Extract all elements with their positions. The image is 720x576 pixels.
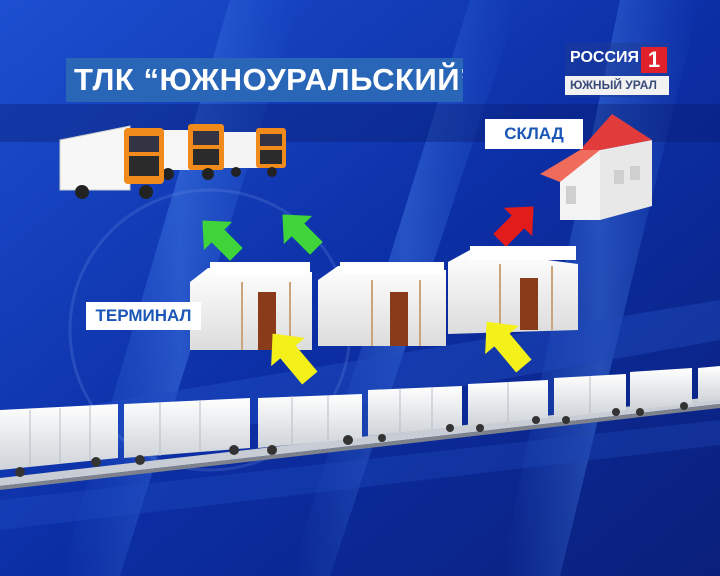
railcar-icon: [468, 380, 548, 432]
railcar-icon: [258, 394, 362, 455]
warehouse-label: СКЛАД: [485, 119, 583, 149]
truck-icon: [59, 125, 164, 199]
arrow-icon: [485, 321, 532, 373]
warehouse-icon: [540, 114, 652, 220]
arrow-icon: [493, 206, 534, 247]
railcar-icon: [124, 398, 250, 465]
truck-icon: [222, 128, 286, 177]
arrow-icon: [282, 214, 323, 255]
terminal-building: [448, 246, 578, 334]
railcar-icon: [368, 386, 462, 442]
terminal-building: [318, 262, 446, 346]
railcar-icon: [630, 368, 692, 416]
logo-region: ЮЖНЫЙ УРАЛ: [565, 76, 669, 95]
arrow-icon: [202, 220, 243, 261]
railcar-icon: [554, 374, 626, 424]
channel-logo: РОССИЯ 1 ЮЖНЫЙ УРАЛ: [565, 43, 669, 97]
logo-name: РОССИЯ: [570, 49, 640, 66]
terminal-label: ТЕРМИНАЛ: [86, 302, 201, 330]
arrow-icon: [271, 333, 318, 385]
rail-track: [0, 404, 720, 490]
logo-top: РОССИЯ 1: [565, 45, 669, 73]
railcar-icon: [0, 404, 118, 477]
logo-number: 1: [641, 47, 667, 73]
railcar-icon: [698, 366, 720, 402]
terminal-building: [190, 262, 312, 350]
page-title: ТЛК “ЮЖНОУРАЛЬСКИЙ”: [66, 58, 463, 102]
